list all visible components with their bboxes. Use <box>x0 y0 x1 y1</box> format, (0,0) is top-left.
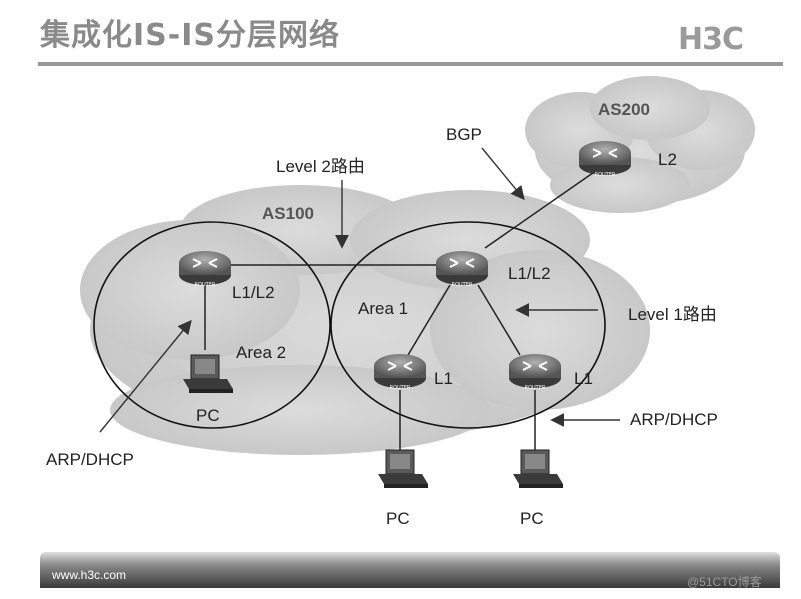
arp-left-arrow <box>99 319 192 433</box>
router-area1-l1l2-label: L1/L2 <box>508 264 551 283</box>
area1-boundary <box>330 221 606 429</box>
watermark: @51CTO博客 <box>687 575 762 589</box>
router-l1-left-label: L1 <box>434 369 453 388</box>
link-bgp <box>484 167 601 249</box>
pc-left-icon <box>378 449 428 488</box>
as200-label: AS200 <box>598 100 650 119</box>
pc-right-icon <box>513 449 563 488</box>
router-area1-l1l2-icon <box>436 251 488 285</box>
router-area2-l1l2-icon <box>179 251 231 285</box>
area1-label: Area 1 <box>358 299 409 318</box>
as100-cloud <box>80 185 650 455</box>
footer-bar <box>40 552 780 588</box>
router-caption: ROUTER <box>195 282 216 288</box>
as200-cloud <box>525 76 755 213</box>
pc-area2-label: PC <box>196 406 220 425</box>
pc-right-label: PC <box>520 509 544 528</box>
annotation-arrows <box>99 147 620 433</box>
level1-routing-label: Level 1路由 <box>628 305 717 324</box>
router-l1-left-icon <box>374 354 426 388</box>
link-area1-l1-left <box>407 284 451 356</box>
network-links <box>204 167 601 455</box>
level2-routing-label: Level 2路由 <box>276 157 365 176</box>
router-caption: ROUTER <box>595 172 616 178</box>
pc-area2-icon <box>183 354 233 393</box>
router-l2-icon <box>579 141 631 175</box>
arp-dhcp-left-label: ARP/DHCP <box>46 450 134 469</box>
footer-url: www.h3c.com <box>52 568 127 582</box>
h3c-logo: H3C <box>678 22 744 57</box>
router-caption: ROUTER <box>452 282 473 288</box>
link-area1-l1-right <box>477 284 521 356</box>
area2-label: Area 2 <box>236 343 287 362</box>
router-l2-label: L2 <box>658 150 677 169</box>
router-area2-l1l2-label: L1/L2 <box>232 283 275 302</box>
bgp-label: BGP <box>446 125 482 144</box>
bgp-arrow <box>481 147 525 201</box>
area2-boundary <box>93 221 331 429</box>
router-caption: ROUTER <box>525 385 546 391</box>
router-caption: ROUTER <box>390 385 411 391</box>
slide-title: 集成化IS-IS分层网络 <box>40 18 340 53</box>
title-divider <box>38 62 783 66</box>
router-l1-right-icon <box>509 354 561 388</box>
as100-label: AS100 <box>262 204 314 223</box>
pc-left-label: PC <box>386 509 410 528</box>
arp-dhcp-right-label: ARP/DHCP <box>630 410 718 429</box>
router-l1-right-label: L1 <box>574 369 593 388</box>
